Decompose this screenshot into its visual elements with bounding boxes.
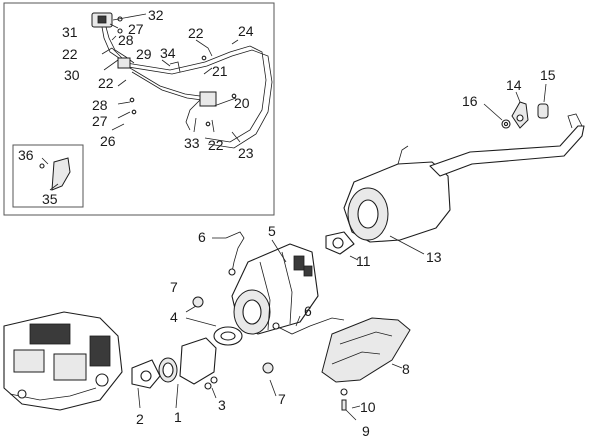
callout-26: 26: [100, 133, 116, 149]
pipe-clip-lower: [185, 55, 237, 131]
callout-11: 11: [356, 253, 371, 269]
pressure-pipe-long: [119, 45, 273, 149]
shield-bolt: [340, 388, 348, 411]
callout-22-left-mid: 22: [98, 75, 114, 91]
sensor-pipes-inset-frame: [3, 2, 275, 216]
callout-14: 14: [506, 77, 522, 93]
callout-1: 1: [174, 409, 182, 425]
callout-31: 31: [62, 24, 78, 40]
callout-20: 20: [234, 95, 250, 111]
callout-22-left-top: 22: [62, 46, 78, 62]
gasket-upper: [213, 326, 243, 346]
callout-15: 15: [540, 67, 556, 83]
callout-4: 4: [170, 309, 178, 325]
callout-22-right-top: 22: [188, 25, 204, 41]
callout-13: 13: [426, 249, 442, 265]
callout-29: 29: [136, 46, 152, 62]
callout-16: 16: [462, 93, 478, 109]
pipe-clip-upper: [117, 57, 137, 115]
callout-32: 32: [148, 7, 164, 23]
callout-22-right-bottom: 22: [208, 137, 224, 153]
tailpipe: [429, 113, 585, 177]
bracket-inset-frame: [12, 144, 84, 208]
callout-6-bottom: 6: [304, 303, 312, 319]
bracket-part: [39, 157, 71, 191]
front-flange-gasket: [131, 359, 161, 389]
front-pipe: [158, 337, 217, 385]
pressure-pipe-short: [129, 61, 203, 101]
callout-9: 9: [362, 423, 370, 439]
hanger-bush: [537, 103, 549, 119]
heat-shield: [321, 317, 411, 383]
callout-21: 21: [212, 63, 228, 79]
callout-2: 2: [136, 411, 144, 427]
callout-3: 3: [218, 397, 226, 413]
callout-30: 30: [64, 67, 80, 83]
temperature-sensor-lower: [272, 317, 345, 335]
hanger-washer: [501, 119, 511, 129]
callout-28-top: 28: [118, 32, 134, 48]
callout-35: 35: [42, 191, 58, 207]
silencer-flange-gasket: [325, 231, 355, 255]
callout-24: 24: [238, 23, 254, 39]
callout-7-top: 7: [170, 279, 178, 295]
callout-7-bottom: 7: [278, 391, 286, 407]
spacer-upper: [192, 296, 204, 308]
callout-27-bottom: 27: [92, 113, 108, 129]
leader-lines: [41, 13, 547, 421]
callout-28-bottom: 28: [92, 97, 108, 113]
callout-labels: 31 32 27 28 29 22 30 34 22 24 21 22 28 2…: [18, 7, 556, 439]
callout-36: 36: [18, 147, 34, 163]
front-pipe-nuts: [204, 376, 218, 390]
callout-6-top: 6: [198, 229, 206, 245]
rear-silencer: [343, 145, 451, 243]
callout-10: 10: [360, 399, 376, 415]
rubber-hanger: [511, 101, 529, 129]
engine-block: [3, 311, 123, 411]
callout-8: 8: [402, 361, 410, 377]
callout-33: 33: [184, 135, 200, 151]
spacer-lower: [262, 362, 274, 374]
callout-5: 5: [268, 223, 276, 239]
callout-34: 34: [160, 45, 176, 61]
callout-23: 23: [238, 145, 254, 161]
temperature-sensor-upper: [225, 231, 245, 276]
callout-27-top: 27: [128, 21, 144, 37]
particulate-filter: [231, 243, 319, 335]
